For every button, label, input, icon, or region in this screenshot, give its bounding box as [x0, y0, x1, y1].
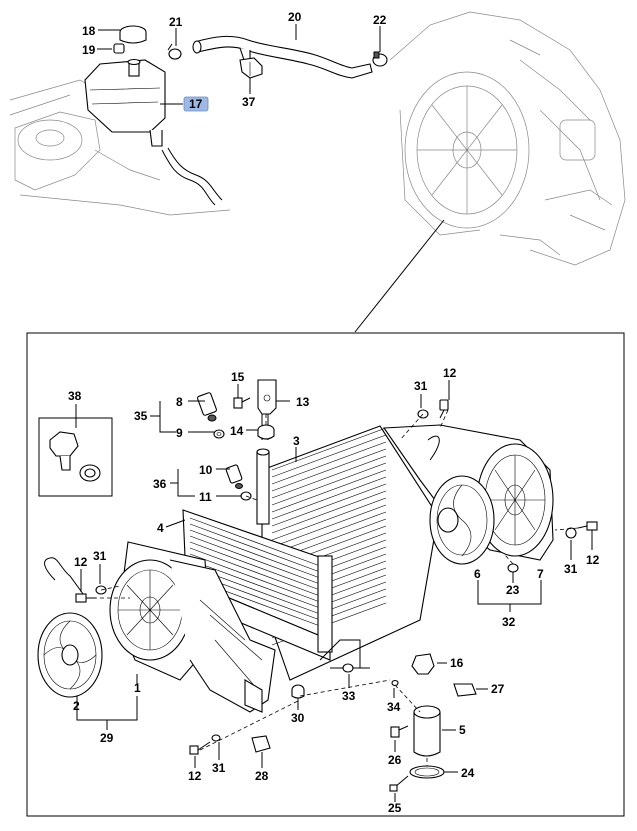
washer-31c — [565, 527, 577, 539]
callout-25[interactable]: 25 — [388, 801, 402, 815]
callout-12[interactable]: 12 — [586, 553, 600, 567]
washer-31d — [211, 734, 221, 742]
leader-lines — [75, 24, 593, 802]
callout-14[interactable]: 14 — [230, 424, 244, 438]
bracket-37 — [239, 57, 263, 79]
callout-31[interactable]: 31 — [564, 562, 578, 576]
bracket-27 — [453, 683, 477, 697]
callout-15[interactable]: 15 — [231, 370, 245, 384]
callout-16[interactable]: 16 — [450, 656, 464, 670]
callout-19[interactable]: 19 — [82, 43, 96, 57]
callout-17[interactable]: 17 — [189, 97, 203, 111]
reservoir-cap — [119, 25, 147, 44]
callout-22[interactable]: 22 — [373, 13, 387, 27]
grommet-34 — [391, 679, 399, 687]
inset-leader — [354, 219, 445, 333]
screw-25 — [389, 775, 409, 792]
callout-2[interactable]: 2 — [73, 699, 80, 713]
callout-32[interactable]: 32 — [502, 615, 516, 629]
collar-14 — [257, 424, 275, 440]
callout-12[interactable]: 12 — [74, 555, 88, 569]
callout-36[interactable]: 36 — [153, 477, 167, 491]
callout-37[interactable]: 37 — [242, 95, 256, 109]
coolant-reservoir — [84, 59, 166, 147]
drain-plug-38 — [49, 431, 101, 482]
callout-12[interactable]: 12 — [188, 769, 202, 783]
callout-35[interactable]: 35 — [134, 409, 148, 423]
callout-18[interactable]: 18 — [82, 24, 96, 38]
callout-28[interactable]: 28 — [255, 769, 269, 783]
bolt-15 — [233, 397, 251, 409]
assembly-guides — [86, 409, 579, 766]
callout-31[interactable]: 31 — [93, 549, 107, 563]
bolt-12c — [577, 521, 598, 531]
callout-13[interactable]: 13 — [296, 395, 310, 409]
rubber-mount-30 — [291, 684, 305, 699]
callout-29[interactable]: 29 — [100, 731, 114, 745]
callout-1[interactable]: 1 — [134, 681, 141, 695]
callout-4[interactable]: 4 — [157, 521, 164, 535]
damper-16 — [411, 653, 435, 675]
grommet-23 — [507, 563, 519, 573]
hose-clamp-21 — [167, 43, 182, 60]
callout-21[interactable]: 21 — [169, 15, 183, 29]
bolt-12d — [189, 741, 211, 755]
callout-27[interactable]: 27 — [491, 682, 505, 696]
coolant-hose-20 — [192, 35, 373, 79]
callout-26[interactable]: 26 — [388, 753, 402, 767]
callouts-inset: 38 35 8 9 15 13 14 3 31 12 36 10 11 4 12… — [68, 366, 600, 815]
clamp-24 — [409, 765, 445, 779]
switch-10 — [225, 464, 243, 489]
hose-clamp-22 — [372, 51, 388, 67]
callout-5[interactable]: 5 — [459, 723, 466, 737]
callout-10[interactable]: 10 — [199, 463, 213, 477]
cap-seal — [127, 58, 141, 77]
callout-3[interactable]: 3 — [293, 434, 300, 448]
callout-30[interactable]: 30 — [291, 711, 305, 725]
callout-31[interactable]: 31 — [212, 761, 226, 775]
fan-motor-right — [429, 475, 495, 565]
rubber-mount-33 — [342, 663, 354, 673]
bracket-13 — [257, 379, 277, 415]
callout-12[interactable]: 12 — [443, 366, 457, 380]
fan-motor-2 — [37, 557, 103, 698]
pressure-switch-8 — [197, 392, 217, 422]
clip-19 — [113, 43, 125, 54]
callout-9[interactable]: 9 — [176, 426, 183, 440]
engine-bay-background — [9, 11, 626, 266]
callout-31[interactable]: 31 — [414, 379, 428, 393]
callout-23[interactable]: 23 — [506, 583, 520, 597]
callout-33[interactable]: 33 — [342, 689, 356, 703]
fan-shroud-1 — [109, 541, 276, 713]
highlight-17 — [183, 96, 209, 112]
washer-9 — [213, 429, 225, 439]
receiver-dryer-5 — [413, 705, 441, 757]
callout-11[interactable]: 11 — [199, 490, 212, 504]
callout-7[interactable]: 7 — [537, 567, 544, 581]
callout-6[interactable]: 6 — [474, 567, 481, 581]
callout-20[interactable]: 20 — [288, 10, 302, 24]
callout-24[interactable]: 24 — [461, 766, 475, 780]
callout-8[interactable]: 8 — [176, 395, 183, 409]
callout-38[interactable]: 38 — [68, 389, 82, 403]
part-38-box — [38, 417, 113, 497]
callouts-top: 18 19 21 20 22 17 37 — [82, 10, 387, 111]
detail-inset-frame — [26, 332, 625, 817]
bolt-26 — [390, 725, 409, 738]
bracket-28 — [251, 735, 271, 753]
callout-34[interactable]: 34 — [387, 700, 401, 714]
bolt-12a — [439, 399, 449, 419]
